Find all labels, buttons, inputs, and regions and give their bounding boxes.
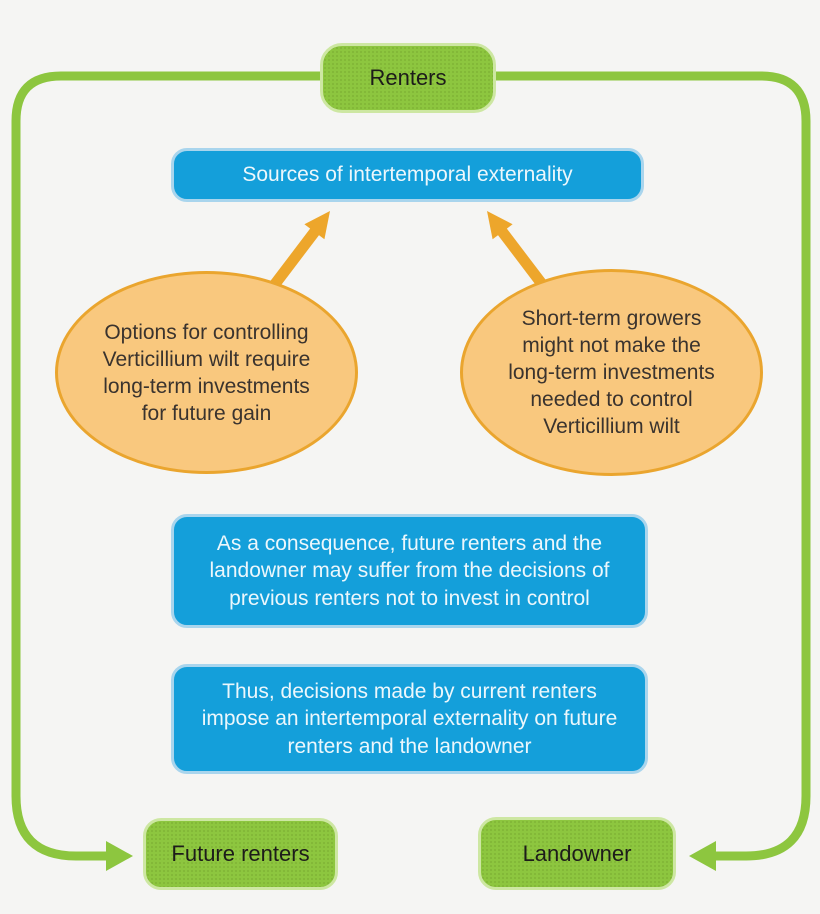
- landowner-box: Landowner: [478, 817, 676, 890]
- left-ellipse-text: Options for controlling Verticillium wil…: [102, 320, 311, 425]
- consequence-box: As a consequence, future renters and the…: [171, 514, 648, 628]
- sources-of-externality-box: Sources of intertemporal externality: [171, 148, 644, 202]
- sources-label: Sources of intertemporal externality: [242, 163, 573, 187]
- short-term-growers-ellipse: Short-term growers might not make the lo…: [460, 269, 763, 476]
- renters-label: Renters: [369, 65, 447, 90]
- left-ellipse-arrow-head-icon: [304, 211, 330, 240]
- thus-text: Thus, decisions made by current renters …: [201, 679, 618, 758]
- renters-box: Renters: [320, 43, 496, 113]
- options-for-controlling-ellipse: Options for controlling Verticillium wil…: [55, 271, 358, 474]
- left-ellipse-arrow-shaft: [267, 226, 321, 292]
- intertemporal-externality-box: Thus, decisions made by current renters …: [171, 664, 648, 774]
- landowner-label: Landowner: [522, 840, 632, 866]
- future-renters-box: Future renters: [143, 818, 338, 890]
- consequence-text: As a consequence, future renters and the…: [209, 531, 610, 610]
- right-ellipse-text: Short-term growers might not make the lo…: [508, 307, 715, 438]
- right-ellipse-arrow-shaft: [496, 226, 550, 292]
- arrow-to-landowner-icon: [689, 841, 716, 871]
- future-renters-label: Future renters: [171, 841, 310, 866]
- right-ellipse-arrow-head-icon: [487, 211, 513, 240]
- arrow-to-future-renters-icon: [106, 841, 133, 871]
